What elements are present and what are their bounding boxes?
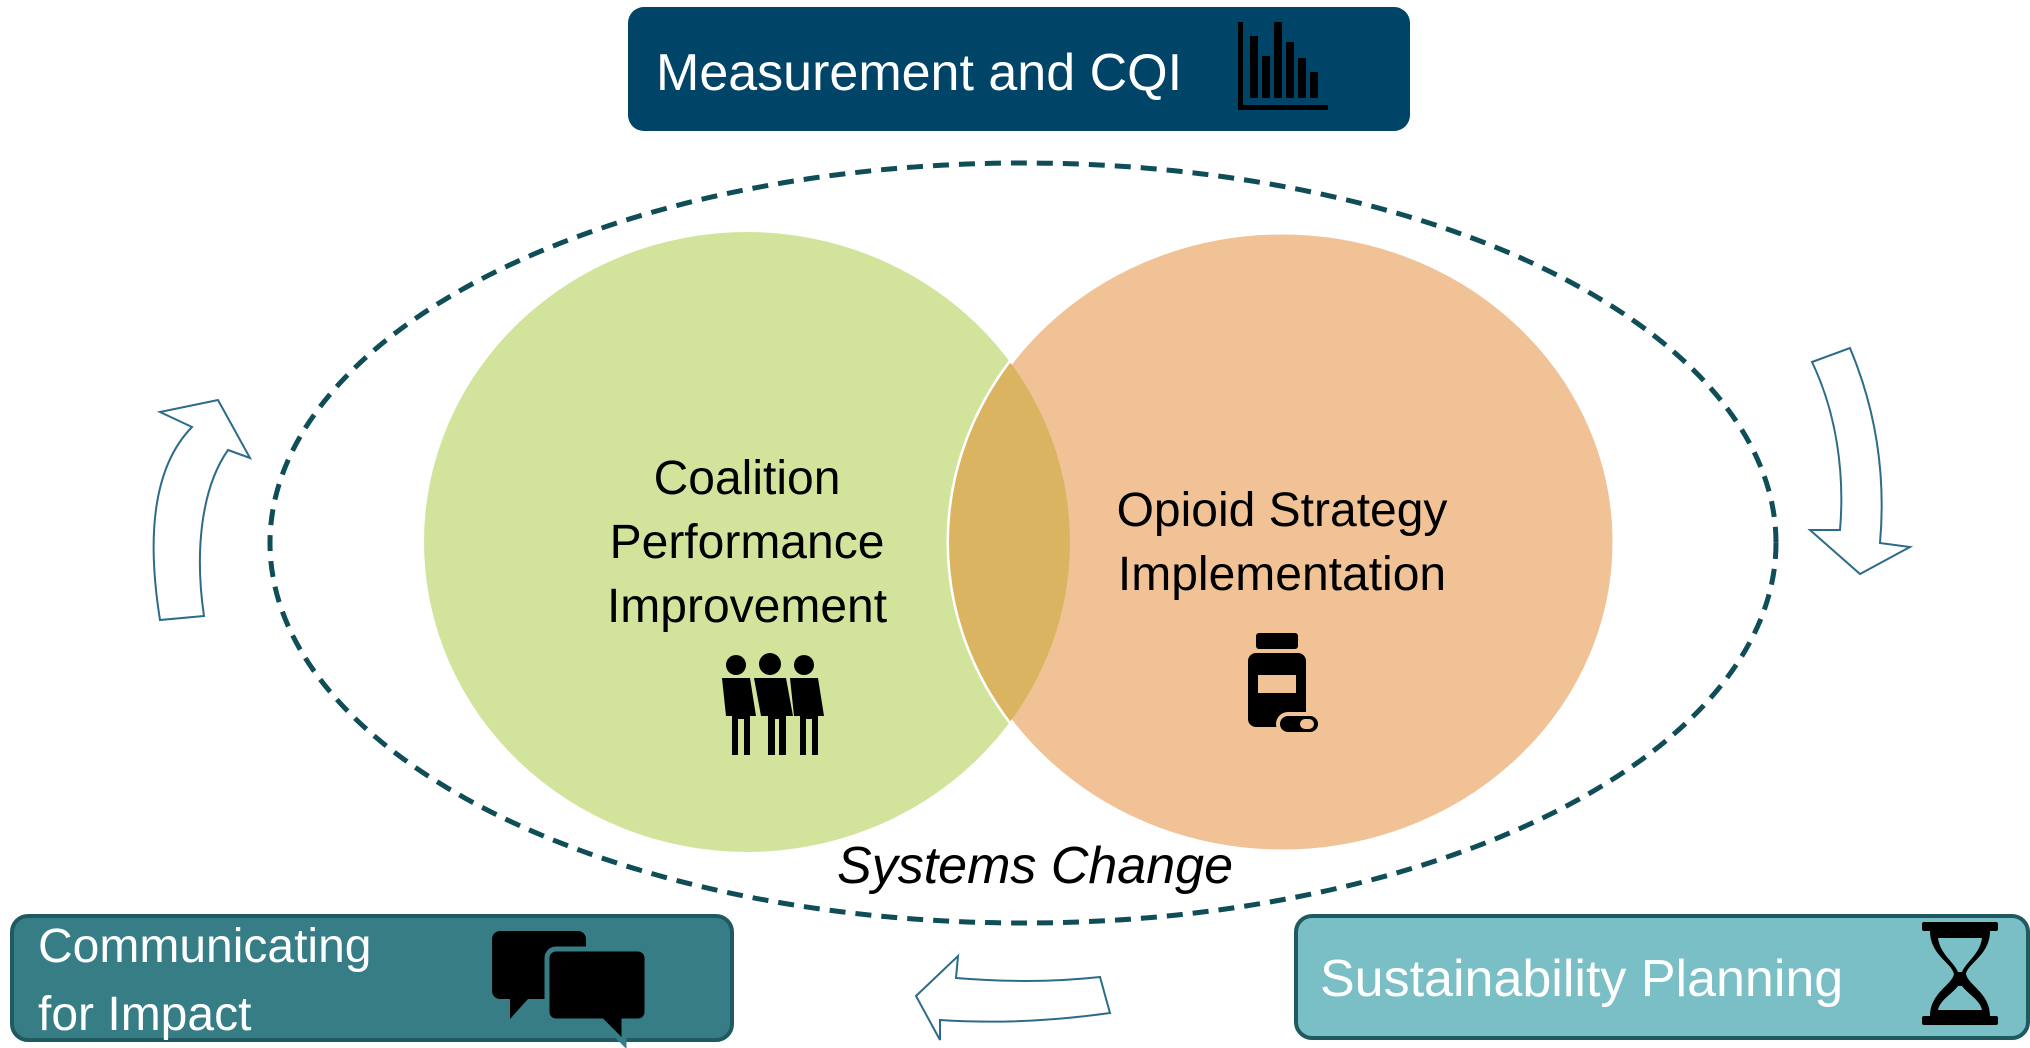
sustainability-label: Sustainability Planning [1320,950,1843,1008]
bar-chart-icon [1238,22,1328,110]
right-arrow [1807,346,1914,576]
coalition-line2: Performance [610,516,885,569]
people-group-icon [722,653,824,755]
communicating-line2: for Impact [38,988,251,1041]
opioid-line2: Implementation [1118,548,1446,601]
systems-change-label: Systems Change [837,837,1233,895]
coalition-line1: Coalition [654,452,841,505]
systems-change-ellipse [267,160,1779,926]
bottom-arrow [914,953,1112,1041]
communicating-line1: Communicating [38,920,371,973]
measurement-cqi-box [628,7,1410,131]
sustainability-box [1294,914,2030,1040]
pill-bottle-icon [1248,633,1322,736]
hourglass-icon [1922,922,1998,1025]
left-arrow [152,398,253,622]
measurement-cqi-label: Measurement and CQI [656,44,1182,102]
coalition-circle [424,232,1070,852]
opioid-line1: Opioid Strategy [1117,484,1448,537]
coalition-line3: Improvement [607,580,887,633]
speech-bubbles-icon [492,931,650,1048]
